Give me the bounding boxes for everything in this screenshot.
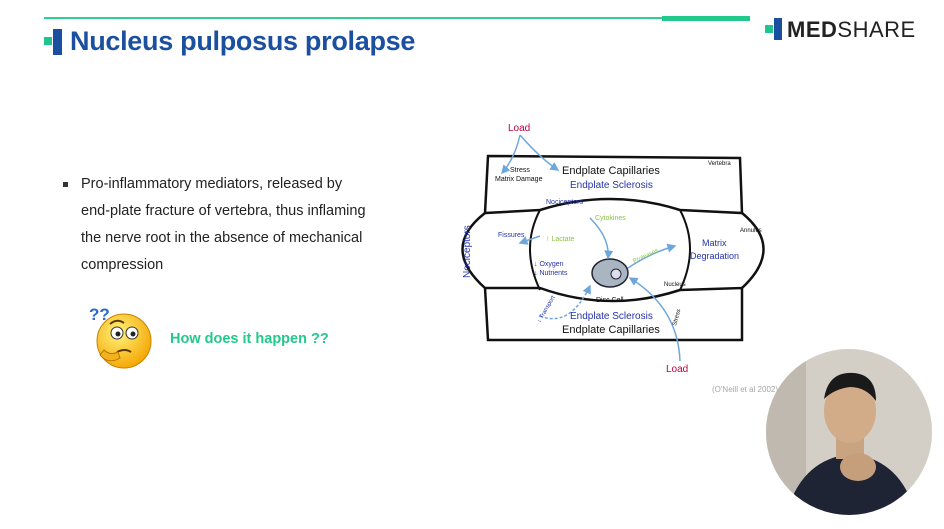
- label-endplate-sclerosis-top: Endplate Sclerosis: [570, 180, 653, 191]
- title-group: Nucleus pulposus prolapse: [44, 26, 415, 57]
- thinking-emoji-icon: ??: [89, 305, 152, 369]
- medshare-logo: MEDSHARE: [765, 17, 916, 43]
- bullet-marker: [63, 182, 68, 187]
- load-bottom-arrow: [628, 277, 681, 362]
- label-disc-cell: Disc Cell: [596, 297, 624, 304]
- disc-cell-shape: [591, 258, 629, 288]
- load-top-arrow-2: [519, 134, 560, 171]
- label-nucleus: Nucleus: [664, 282, 686, 288]
- annulus-left-outline: [461, 212, 486, 289]
- protease-arrow: [627, 243, 677, 269]
- bullet-line-4: compression: [81, 257, 164, 273]
- label-nutrients: ↓ Nutrients: [534, 270, 568, 277]
- label-transport: ↓ Transport: [537, 295, 557, 324]
- label-fissures: Fissures: [498, 232, 525, 239]
- nucleus-pulposus-diagram: Load Stress Matrix Damage Vertebra Endpl…: [461, 123, 765, 375]
- upper-vertebra-outline: [483, 154, 744, 215]
- load-top-arrow: [501, 134, 521, 175]
- page-title: Nucleus pulposus prolapse: [70, 26, 416, 56]
- bullet-line-1: Pro-inflammatory mediators, released by: [81, 176, 343, 192]
- label-proteases: Proteases: [632, 248, 659, 265]
- label-vertebra: Vertebra: [708, 161, 731, 167]
- header-accent-bar: [662, 16, 750, 21]
- logo-text-light: SHARE: [837, 17, 916, 42]
- citation: (O'Neill et al 2002): [712, 385, 778, 394]
- transport-arrow: [539, 284, 591, 320]
- label-oxygen: ↓ Oxygen: [534, 261, 564, 268]
- lower-vertebra-outline: [483, 286, 744, 342]
- header-rule: [44, 17, 750, 19]
- brand-mark-icon: [44, 28, 64, 55]
- label-load-bottom: Load: [666, 364, 688, 375]
- emoji-question-marks: ??: [89, 305, 110, 324]
- logo-text-bold: MED: [787, 17, 838, 42]
- medshare-logo-icon: [765, 18, 785, 42]
- label-degradation: Degradation: [690, 251, 739, 261]
- label-matrix-damage: Matrix Damage: [495, 176, 543, 183]
- label-load-top: Load: [508, 123, 530, 134]
- label-stress-side: Stress: [672, 309, 682, 327]
- bullet-line-2: end-plate fracture of vertebra, thus inf…: [81, 203, 366, 219]
- label-matrix: Matrix: [702, 238, 727, 248]
- bullet-line-3: the nerve root in the absence of mechani…: [81, 230, 363, 246]
- label-nociceptors-inner: Nociceptors: [546, 199, 583, 206]
- label-endplate-capillaries-bottom: Endplate Capillaries: [562, 324, 660, 336]
- label-endplate-sclerosis-bottom: Endplate Sclerosis: [570, 311, 653, 322]
- fissure-arrow: [518, 235, 541, 245]
- label-endplate-capillaries-top: Endplate Capillaries: [562, 165, 660, 177]
- label-annulus: Annulus: [740, 228, 762, 234]
- nucleus-outline: [529, 209, 691, 291]
- label-nociceptors-side: Nociceptors: [462, 225, 473, 278]
- cytokine-arrow: [589, 217, 614, 260]
- label-lactate: ↑ Lactate: [546, 236, 575, 243]
- annulus-right-outline: [741, 212, 765, 289]
- question-text: How does it happen ??: [170, 331, 329, 347]
- bullet-point: Pro-inflammatory mediators, released by …: [63, 171, 413, 279]
- presenter-video: [766, 349, 932, 515]
- label-stress: Stress: [510, 167, 530, 174]
- presenter-silhouette: [766, 349, 932, 515]
- label-cytokines: Cytokines: [595, 215, 626, 222]
